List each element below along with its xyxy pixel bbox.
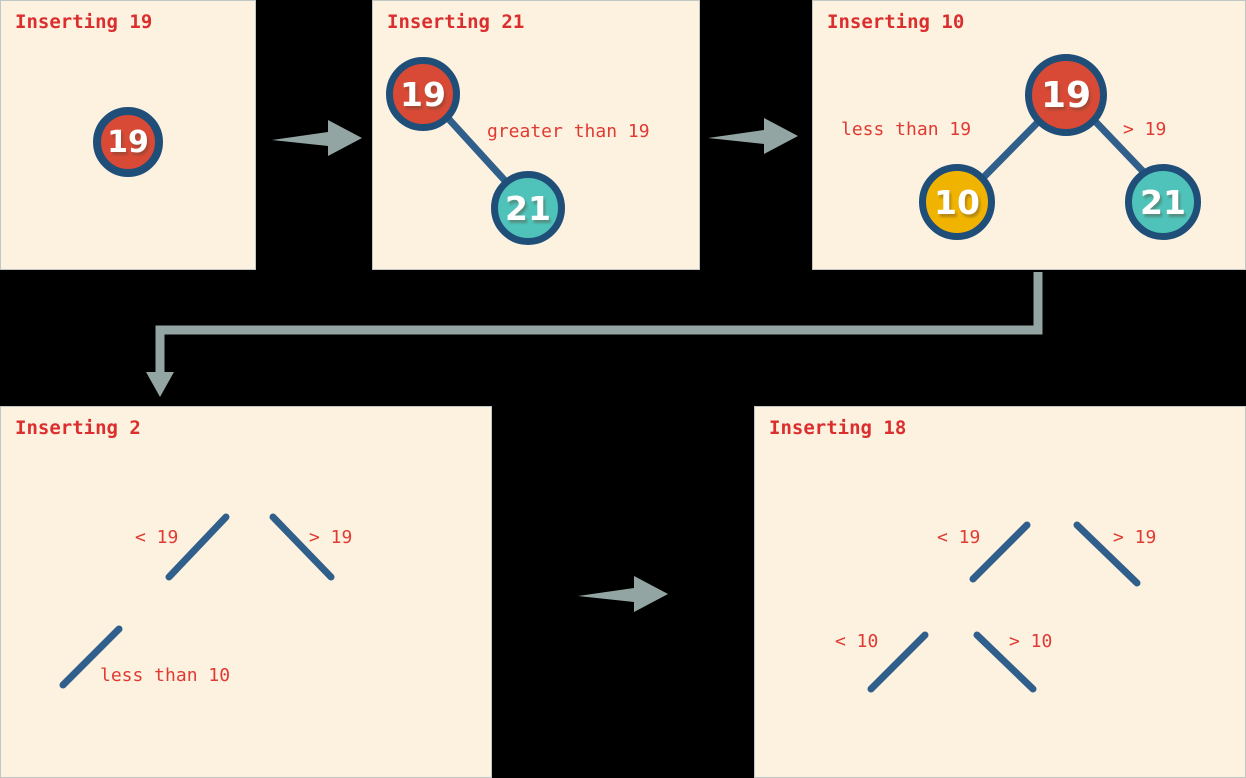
panel-inserting-21: Inserting 21 19 21 greater than 19 — [372, 0, 700, 270]
edge-label-less-19: < 19 — [135, 527, 179, 548]
panel-title: Inserting 2 — [15, 417, 141, 439]
panel-inserting-18: Inserting 18 19 10 21 2 18 < 19 > 19 < 1… — [754, 406, 1246, 778]
tree-node-10: 10 — [919, 164, 995, 240]
tree-node-19: 19 — [1025, 54, 1107, 136]
edge-label-less-than-10: less than 10 — [100, 665, 231, 686]
tree-edges — [59, 513, 335, 689]
edge-label-less-19: < 19 — [937, 527, 981, 548]
tree-edges — [867, 521, 1141, 693]
panel-title: Inserting 21 — [387, 11, 525, 33]
edge-label-greater-19: > 19 — [309, 527, 353, 548]
edge-label-less-10: < 10 — [835, 631, 879, 652]
panel-title: Inserting 19 — [15, 11, 153, 33]
tree-node-21: 21 — [1125, 164, 1201, 240]
edge-label-greater-than-19: greater than 19 — [487, 121, 650, 142]
tree-node-21: 21 — [491, 171, 565, 245]
edge-label-greater-19: > 19 — [1123, 119, 1167, 140]
panel-title: Inserting 10 — [827, 11, 965, 33]
panel-inserting-19: Inserting 19 19 — [0, 0, 256, 270]
panel-title: Inserting 18 — [769, 417, 907, 439]
flow-arrow-right-1 — [272, 120, 362, 156]
tree-node-19: 19 — [93, 107, 163, 177]
flow-arrow-right-2 — [708, 118, 798, 154]
flow-arrow-right-3 — [578, 576, 668, 612]
edge-label-greater-10: > 10 — [1009, 631, 1053, 652]
edge-label-less-than-19: less than 19 — [841, 119, 972, 140]
panel-inserting-10: Inserting 10 19 10 21 less than 19 > 19 — [812, 0, 1246, 270]
panel-inserting-2: Inserting 2 19 10 21 2 < 19 > 19 less th… — [0, 406, 492, 778]
tree-node-19: 19 — [386, 57, 460, 131]
edge-label-greater-19: > 19 — [1113, 527, 1157, 548]
